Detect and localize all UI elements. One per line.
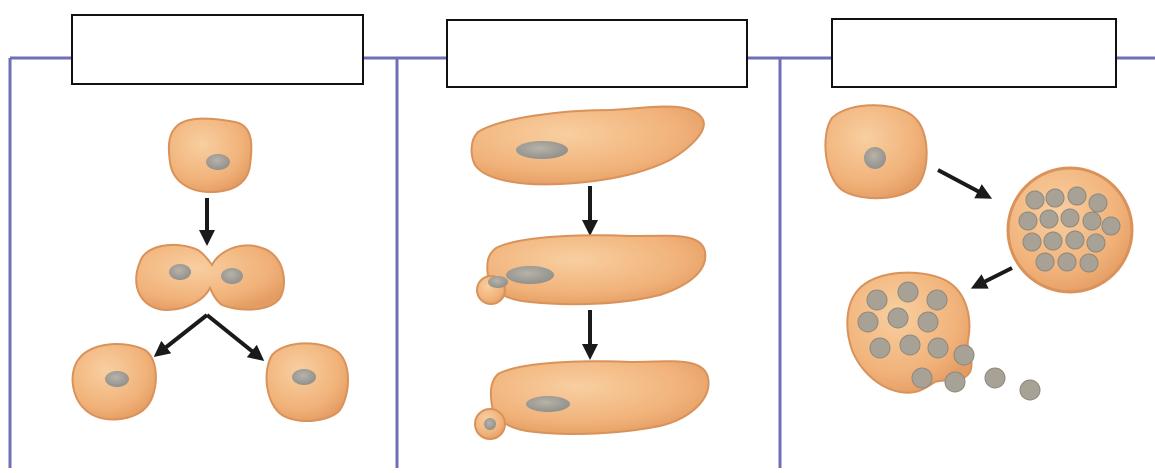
nucleus-elongated bbox=[526, 396, 570, 412]
nucleus bbox=[864, 147, 886, 169]
nucleus bbox=[169, 264, 191, 280]
nucleus-bud bbox=[488, 276, 508, 288]
arrow-diagonal-down-left bbox=[978, 268, 1012, 285]
nucleus bbox=[221, 268, 243, 284]
parent-cell bbox=[169, 119, 252, 192]
panel-3-multiple-fission bbox=[825, 105, 1132, 400]
panel-2-budding bbox=[472, 107, 709, 440]
arrow-left-split bbox=[160, 315, 207, 352]
label-box-1[interactable] bbox=[71, 14, 364, 85]
parent-cell-elongated bbox=[472, 107, 704, 185]
nucleus bbox=[105, 371, 129, 387]
nucleus bbox=[206, 154, 230, 170]
nucleus bbox=[292, 369, 316, 385]
label-box-3[interactable] bbox=[831, 18, 1117, 88]
nucleus-elongated bbox=[516, 141, 568, 159]
nucleus-elongated bbox=[506, 266, 554, 284]
dividing-cell bbox=[136, 245, 284, 310]
panel-1-binary-fission bbox=[73, 119, 348, 421]
label-box-2[interactable] bbox=[446, 19, 748, 88]
arrow-right-split bbox=[207, 315, 258, 356]
arrow-diagonal-down-right bbox=[938, 170, 985, 195]
nucleus-bud bbox=[484, 418, 496, 430]
budded-cell bbox=[491, 361, 709, 434]
